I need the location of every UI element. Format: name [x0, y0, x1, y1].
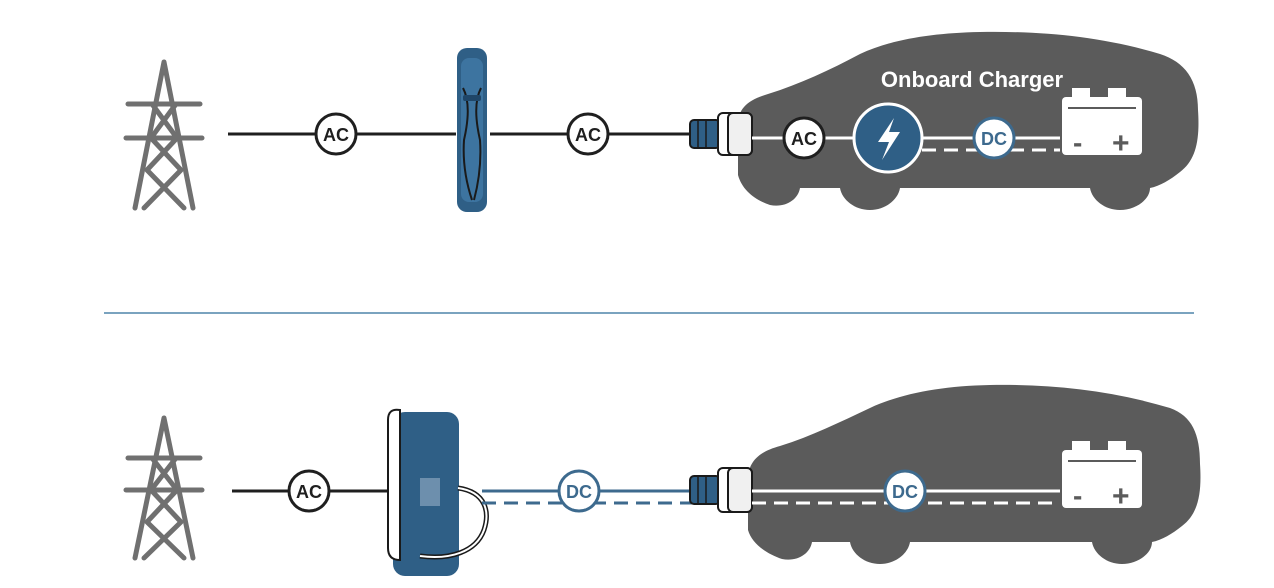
ac-label-station-text: AC — [575, 125, 601, 145]
onboard-charger — [852, 102, 924, 174]
charging-plug-icon — [689, 112, 753, 156]
ac-label-in-car: AC — [782, 116, 826, 160]
battery-plus: + — [1112, 480, 1130, 513]
ac-label-dc-grid: AC — [287, 469, 331, 513]
dc-label-in-car: DC — [972, 116, 1016, 160]
dc-label-in-car-text: DC — [981, 129, 1007, 149]
charging-plug-icon — [689, 467, 753, 513]
electric-car-icon — [738, 31, 1199, 210]
battery-icon: - + — [1062, 441, 1142, 513]
ac-label-grid-text: AC — [323, 125, 349, 145]
dc-charging-row: AC DC — [123, 384, 1201, 576]
onboard-charger-label: Onboard Charger — [881, 67, 1064, 92]
lightning-bolt-icon — [878, 118, 900, 160]
ac-charging-row: AC AC A — [123, 31, 1199, 212]
ac-label-dc-grid-text: AC — [296, 482, 322, 502]
battery-minus: - — [1073, 127, 1082, 158]
dc-label-in-car-bottom-text: DC — [892, 482, 918, 502]
ac-label-grid: AC — [314, 112, 358, 156]
dc-label-in-car-bottom: DC — [883, 469, 927, 513]
dc-label-station-text: DC — [566, 482, 592, 502]
battery-minus: - — [1073, 480, 1082, 511]
ac-label-in-car-text: AC — [791, 129, 817, 149]
battery-plus: + — [1112, 127, 1130, 160]
dc-label-station: DC — [557, 469, 601, 513]
power-tower-icon — [123, 415, 205, 561]
power-tower-icon — [123, 59, 205, 211]
dc-fast-charger-icon — [387, 408, 489, 576]
ev-charging-post-icon — [457, 48, 487, 212]
electric-car-icon — [748, 384, 1201, 564]
battery-icon: - + — [1062, 88, 1142, 160]
ac-label-station: AC — [566, 112, 610, 156]
